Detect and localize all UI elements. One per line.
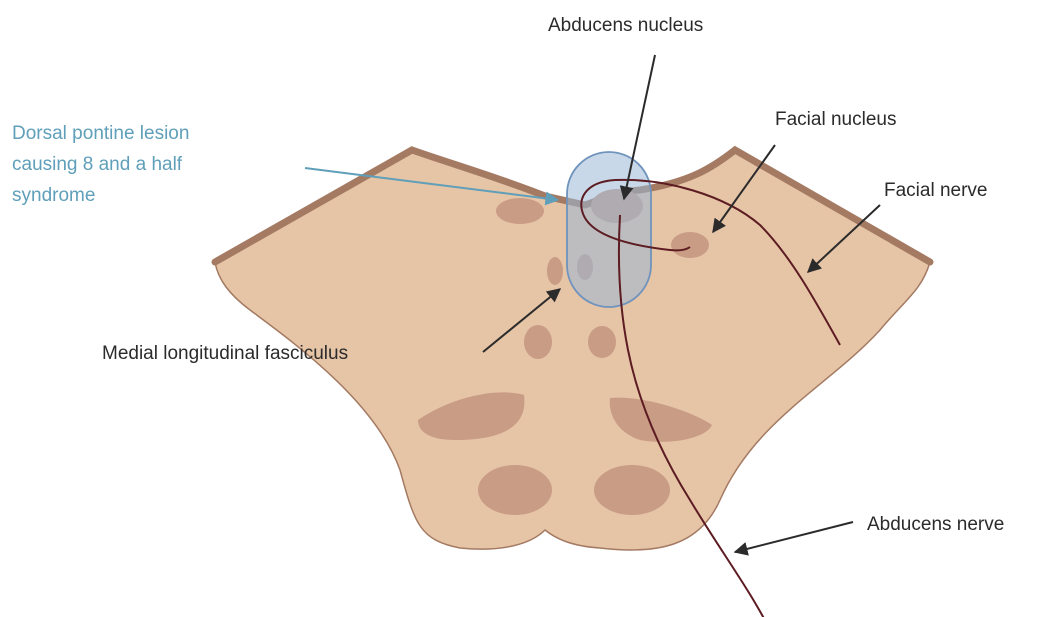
facial-nerve-label: Facial nerve [884,178,988,204]
abducens-nerve-label: Abducens nerve [867,512,1004,538]
dorsal-nucleus-left [496,198,544,224]
pontine-nucleus-left [478,465,552,515]
facial-nucleus-shape [671,232,709,258]
lesion-zone [567,152,651,307]
dorsal-pontine-lesion-label: Dorsal pontine lesion causing 8 and a ha… [12,118,189,211]
abducens-nucleus-label: Abducens nucleus [548,13,703,39]
medial-longitudinal-fasciculus-label: Medial longitudinal fasciculus [102,341,348,367]
tract-right [588,326,616,358]
pontine-nucleus-right [594,465,670,515]
mlf-left [547,257,563,285]
facial-nucleus-label: Facial nucleus [775,107,896,133]
abducens-nerve-arrow [735,522,853,552]
tract-left [524,325,552,359]
